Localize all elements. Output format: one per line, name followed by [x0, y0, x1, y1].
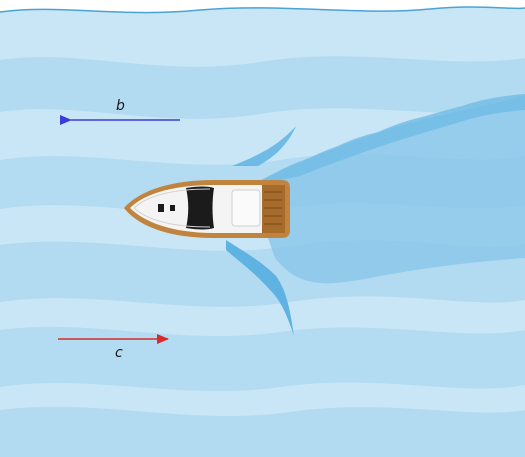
- wake-spray: [250, 96, 525, 284]
- water-band-5: [0, 406, 525, 457]
- boat-transom-platform: [262, 185, 285, 233]
- boat-wake: [226, 94, 525, 336]
- water-band-4: [0, 326, 525, 392]
- boat-hatch-2: [170, 205, 175, 211]
- boat-windshield: [186, 186, 214, 230]
- boat-bow-rail: [133, 188, 211, 228]
- wake-trail-lower: [226, 240, 294, 336]
- boat-cockpit-seat: [231, 189, 261, 227]
- vector-b-label: b: [116, 98, 125, 114]
- wake-trail-upper: [232, 126, 296, 166]
- motor-boat: [124, 180, 290, 238]
- vector-c-label: c: [115, 345, 123, 361]
- water-band-1: [0, 56, 525, 119]
- boat-hatch-1: [158, 204, 164, 212]
- water-surface-line: [0, 6, 525, 14]
- boat-stern-seats: [264, 191, 282, 225]
- vector-b: b: [60, 98, 180, 125]
- vector-c: c: [58, 334, 169, 361]
- wake-crest: [250, 94, 525, 186]
